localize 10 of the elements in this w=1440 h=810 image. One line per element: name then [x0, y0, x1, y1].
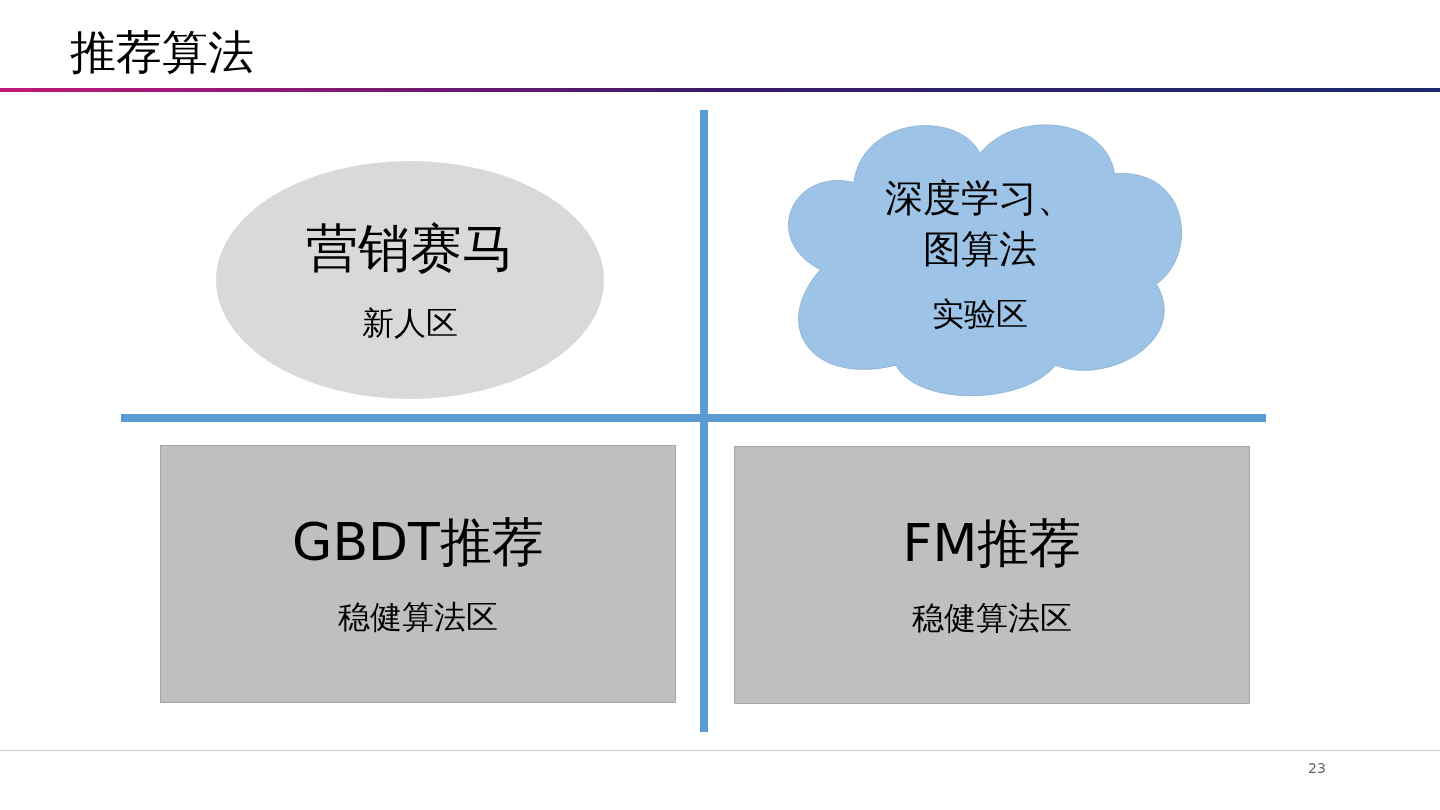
quadrant-heading: 深度学习、图算法 [884, 175, 1076, 273]
quadrant-heading: GBDT推荐 [292, 511, 544, 574]
quadrant-caption: 实验区 [932, 294, 1028, 335]
page-number: 23 [1308, 760, 1326, 776]
quadrant-caption: 新人区 [362, 303, 458, 344]
slide-title: 推荐算法 [70, 24, 254, 81]
quadrant-heading: FM推荐 [902, 512, 1082, 575]
quadrant-caption: 稳健算法区 [912, 598, 1072, 639]
quadrant-caption: 稳健算法区 [338, 597, 498, 638]
quadrant-heading: 营销赛马 [306, 217, 514, 280]
